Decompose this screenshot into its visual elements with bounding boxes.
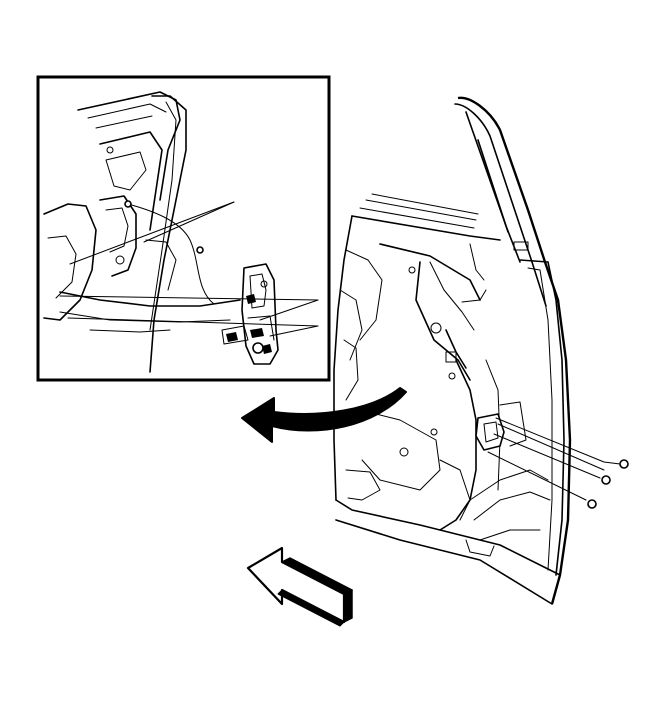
door-inner-panel [333, 96, 572, 605]
callout-leaders [59, 201, 319, 337]
curved-arrow-icon [241, 387, 407, 443]
door-latch-assembly [221, 263, 279, 365]
latch-bolt-middle [493, 433, 611, 485]
detail-inset-box [36, 75, 331, 382]
vehicle-front-arrow-icon [246, 546, 353, 627]
latch-bolts-main [487, 417, 629, 509]
latch-bolt-upper [495, 417, 629, 471]
latch-bolt-lower [487, 451, 597, 509]
